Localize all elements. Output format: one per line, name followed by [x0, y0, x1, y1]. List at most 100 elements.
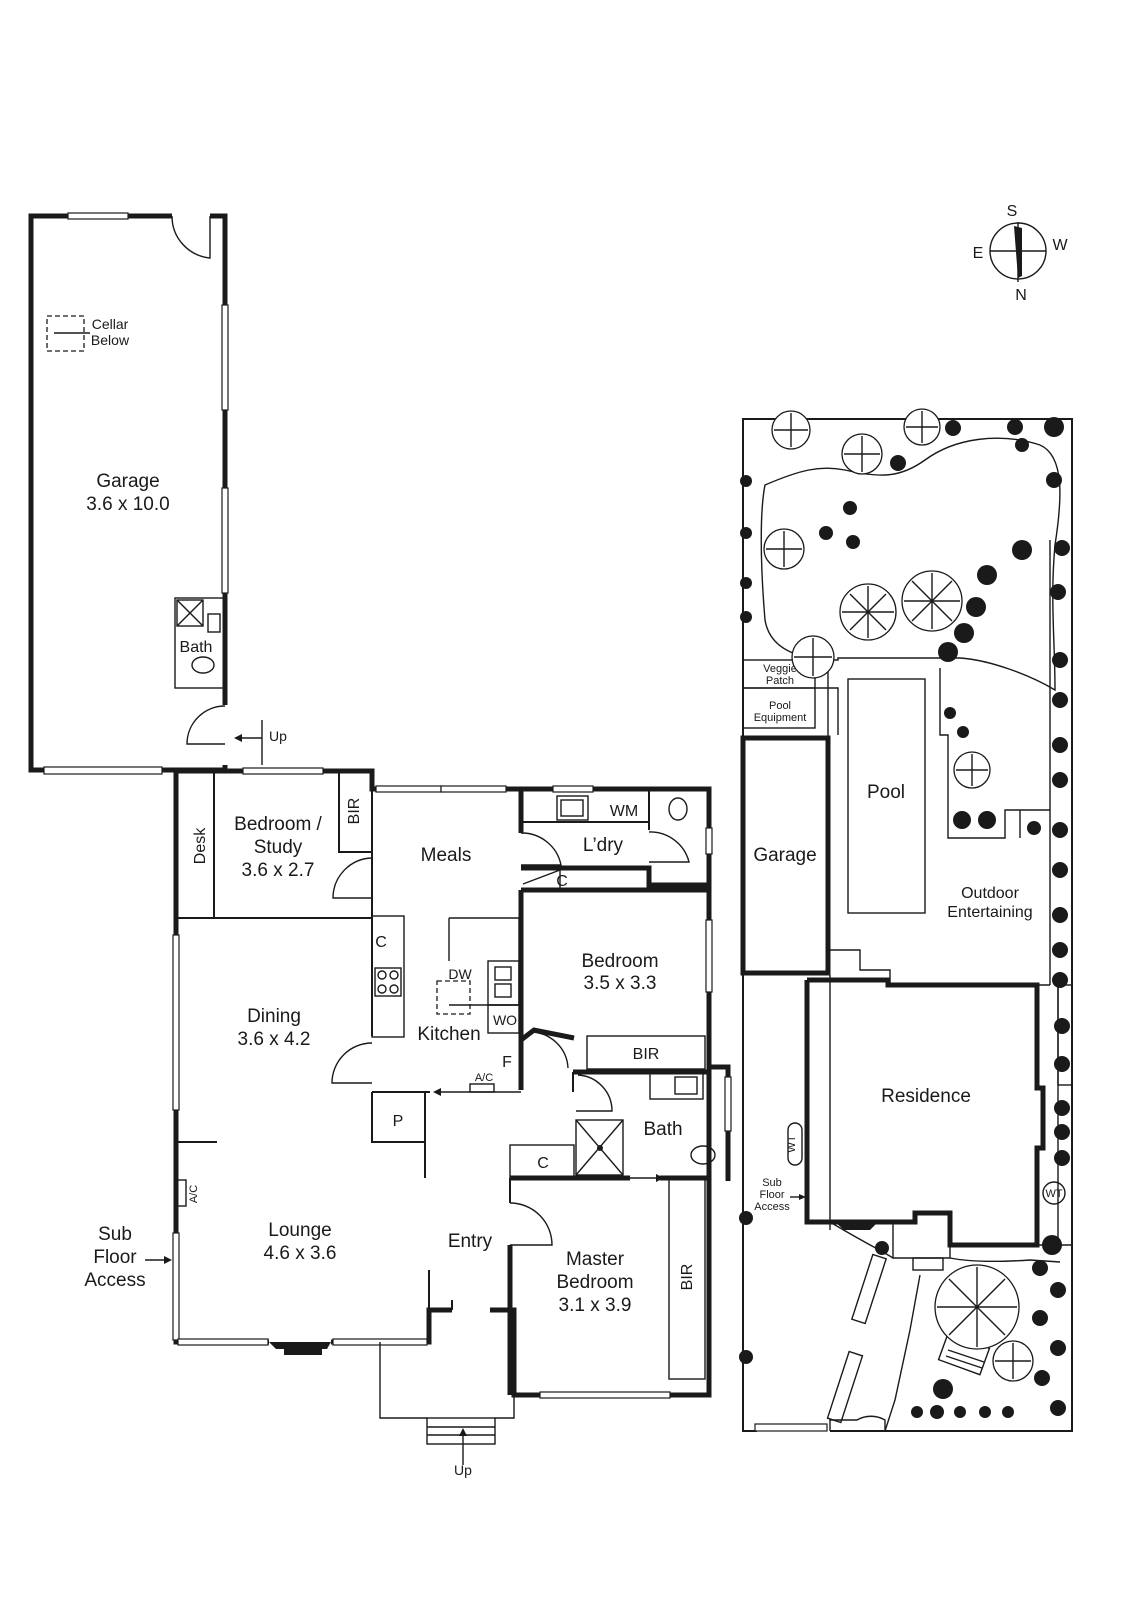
garage-side-door-swing	[186, 705, 226, 745]
shrub-icon	[1007, 419, 1023, 435]
bir-bedroom-box	[586, 1035, 706, 1070]
wc-door-swing	[648, 831, 690, 863]
master-label-2: Bedroom	[556, 1272, 633, 1293]
wc-toilet-icon	[668, 797, 688, 821]
dw-label: DW	[448, 966, 472, 982]
site-sub-floor-3: Access	[754, 1201, 790, 1213]
master-door-swing	[509, 1202, 553, 1246]
shrub-icon	[1052, 692, 1068, 708]
window-meals-1	[375, 785, 442, 793]
compass-east: E	[973, 245, 984, 262]
main-house: Up Bedroom / Study 3.6 x 2.7 Desk BIR Me…	[84, 767, 732, 1478]
garage-name: Garage	[96, 471, 159, 492]
study-label-2: Study	[254, 837, 303, 858]
site-garage	[740, 735, 831, 976]
porch-steps	[426, 1417, 496, 1445]
study-door-swing	[332, 857, 373, 899]
garage-wall-left	[28, 213, 172, 773]
master-label-1: Master	[566, 1249, 625, 1270]
shrub-icon	[1052, 652, 1068, 668]
study-label-1: Bedroom /	[234, 814, 322, 835]
c-laundry-label: C	[556, 873, 568, 890]
rear-up-arrow-icon	[234, 734, 242, 742]
desk-label: Desk	[192, 827, 209, 864]
cellar-hatch	[46, 315, 85, 352]
residence-fireplace	[835, 1222, 878, 1230]
house-wall-south-master	[490, 1064, 731, 1398]
sink-bowl-1-icon	[494, 966, 512, 981]
shrub-icon	[1042, 1235, 1062, 1255]
shrub-icon	[977, 565, 997, 585]
shrub-icon	[1050, 1282, 1066, 1298]
shrub-icon	[1052, 822, 1068, 838]
cooktop-icon	[374, 967, 402, 997]
bir-bedroom-label: BIR	[633, 1046, 660, 1063]
shrub-icon	[938, 642, 958, 662]
sink-bowl-2-icon	[494, 983, 512, 998]
shrub-icon	[1050, 584, 1066, 600]
shrub-icon	[930, 1405, 944, 1419]
site-front-gate-swing	[829, 1415, 886, 1431]
shrub-icon	[1052, 942, 1068, 958]
garage-window-side-2	[221, 487, 229, 594]
compass-needle-icon	[1014, 226, 1022, 278]
shrub-icon	[875, 1241, 889, 1255]
window-laundry	[552, 785, 594, 793]
wt-left-label: WT	[786, 1135, 798, 1152]
window-master	[539, 1391, 671, 1399]
porch	[379, 1342, 427, 1419]
outdoor-label-2: Entertaining	[947, 904, 1032, 921]
compass-west: W	[1052, 237, 1068, 254]
shrub-icon	[1054, 1056, 1070, 1072]
site-sub-floor-arrow-icon	[799, 1194, 806, 1200]
bir-master-box	[668, 1177, 706, 1380]
hall-arrow-icon	[656, 1174, 664, 1182]
compass-south: S	[1007, 203, 1018, 220]
laundry-label: L’dry	[583, 835, 624, 856]
pool-equipment-label-1: Pool	[769, 700, 791, 712]
garage-window-side-1	[221, 304, 229, 411]
garage-toilet-icon	[191, 656, 215, 674]
shrub-icon	[740, 611, 752, 623]
window-laundry-side	[705, 827, 713, 855]
shrub-icon	[1052, 972, 1068, 988]
lawn-edge	[760, 437, 1061, 692]
shrub-icon	[978, 811, 996, 829]
front-bed-2	[826, 1350, 864, 1424]
cellar-label-2: Below	[91, 332, 130, 348]
shower-icon	[575, 1119, 624, 1176]
shrub-icon	[846, 535, 860, 549]
ac-lounge-label: A/C	[188, 1185, 200, 1203]
window-lounge-front-1	[177, 1338, 269, 1346]
bir-study-box	[338, 771, 372, 853]
garage-bath-label: Bath	[180, 639, 213, 656]
garage-window-top	[67, 212, 129, 220]
outdoor-label-1: Outdoor	[961, 885, 1019, 902]
shrub-icon	[1052, 907, 1068, 923]
sub-floor-arrow-icon	[164, 1256, 172, 1264]
dining-name: Dining	[247, 1006, 301, 1027]
lounge-name: Lounge	[268, 1220, 331, 1241]
laundry-door-swing	[520, 832, 562, 866]
shrub-icon	[933, 1379, 953, 1399]
dining-door-swing	[331, 1042, 373, 1084]
bath-basin-icon	[674, 1076, 698, 1095]
entry-label: Entry	[448, 1231, 493, 1252]
bedroom-name: Bedroom	[581, 951, 658, 972]
shrub-icon	[953, 811, 971, 829]
front-bed-1	[850, 1253, 888, 1325]
fireplace	[269, 1342, 331, 1355]
garden-bed-edge	[939, 668, 1050, 839]
shrub-icon	[1050, 1400, 1066, 1416]
shrub-icon	[740, 527, 752, 539]
pool-equipment-label-2: Equipment	[754, 712, 807, 724]
residence-steps	[912, 1257, 944, 1271]
shrub-icon	[954, 1406, 966, 1418]
bir-study-label: BIR	[346, 798, 363, 825]
front-up-arrow-icon	[459, 1428, 467, 1436]
shrub-icon	[819, 526, 833, 540]
shrub-icon	[1044, 417, 1064, 437]
dining-size: 3.6 x 4.2	[238, 1029, 311, 1050]
shrub-icon	[890, 455, 906, 471]
